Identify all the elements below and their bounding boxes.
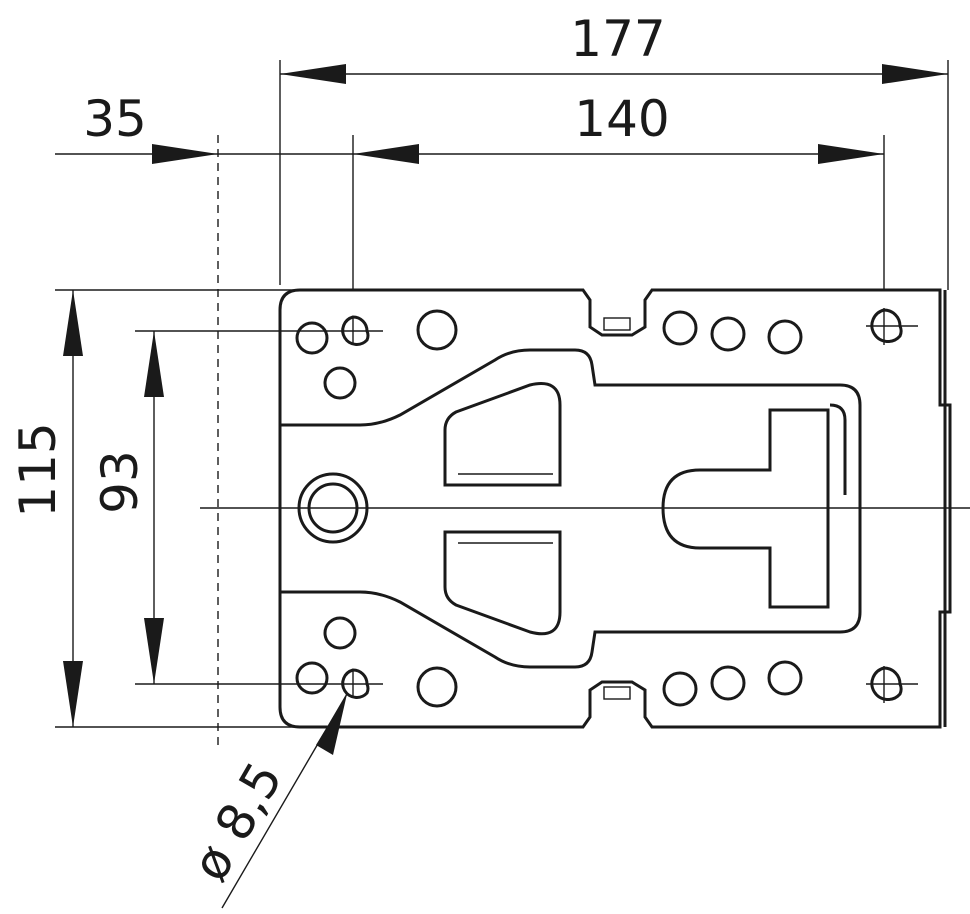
hole <box>767 660 803 696</box>
arrowhead <box>353 144 419 164</box>
plate-outline <box>278 288 952 729</box>
hole <box>295 661 329 695</box>
hole <box>767 319 803 355</box>
hole <box>323 366 357 400</box>
dim-label-177: 177 <box>570 10 665 68</box>
hole-centre-marks <box>340 308 918 703</box>
keyhole-bottom-right <box>870 666 903 701</box>
keyhole-slots <box>341 308 903 701</box>
arrowhead <box>882 64 948 84</box>
notch-tab-bottom <box>603 686 631 700</box>
hole <box>662 671 698 707</box>
arrowhead <box>316 694 347 755</box>
hole <box>710 665 746 701</box>
dim-label-93: 93 <box>91 450 149 514</box>
arrowhead <box>144 618 164 684</box>
t-slot <box>661 408 830 609</box>
dim-label-35: 35 <box>83 90 147 148</box>
mounting-plate <box>200 288 970 729</box>
hole <box>295 321 329 355</box>
arrowhead <box>818 144 884 164</box>
hole <box>662 310 698 346</box>
dimension-lines <box>55 60 949 909</box>
hole <box>710 316 746 352</box>
round-holes <box>295 309 803 708</box>
arrowhead <box>63 290 83 356</box>
hole <box>323 616 357 650</box>
arrowhead <box>144 331 164 397</box>
keyhole-bottom-left <box>341 668 370 699</box>
arrowhead <box>280 64 346 84</box>
notch-tab-top <box>603 317 631 331</box>
dim-label-115: 115 <box>9 422 67 517</box>
dim-label-140: 140 <box>574 90 669 148</box>
hole <box>416 666 458 708</box>
window-upper <box>443 382 562 487</box>
keyhole-top-right <box>870 308 903 343</box>
arrowhead <box>63 661 83 727</box>
arrowhead <box>152 144 218 164</box>
hole <box>416 309 458 351</box>
inner-contour-secondary <box>829 403 847 495</box>
dimension-labels: 177 140 35 115 93 ø 8,5 <box>9 10 670 891</box>
dim-label-hole-diameter: ø 8,5 <box>181 752 294 890</box>
window-lower <box>443 530 562 636</box>
keyhole-top-left <box>341 315 370 346</box>
